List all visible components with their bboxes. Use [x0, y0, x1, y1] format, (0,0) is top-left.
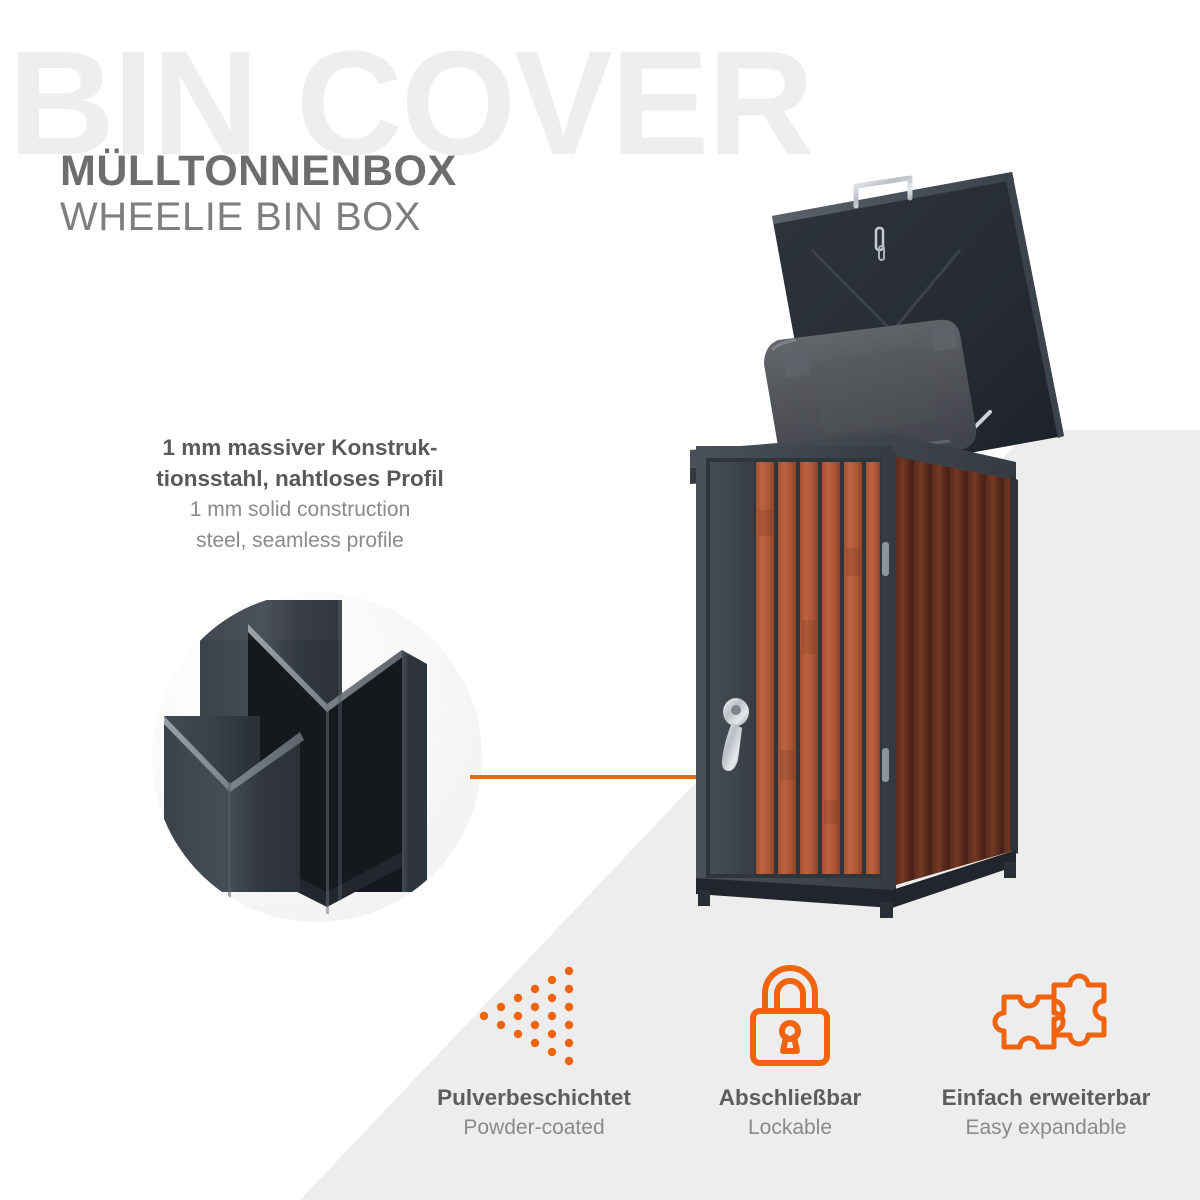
padlock-icon	[666, 960, 914, 1072]
feature-expandable: Einfach erweiterbar Easy expandable	[922, 960, 1170, 1141]
box-front-door	[696, 446, 892, 890]
feature-label-de: Abschließbar	[718, 1085, 862, 1110]
feature-label-en: Powder-coated	[463, 1116, 605, 1140]
feature-list: Pulverbeschichtet Powder-coated Abschlie…	[410, 960, 1170, 1141]
callout-connector-line	[470, 775, 738, 779]
steel-caption-en-line2: steel, seamless profile	[196, 529, 404, 553]
title-german: MÜLLTONNENBOX	[60, 147, 457, 195]
lid-latch-hook	[874, 226, 885, 261]
page-title: MÜLLTONNENBOX WHEELIE BIN BOX	[60, 148, 457, 242]
steel-caption-en-line1: 1 mm solid construction	[189, 498, 411, 522]
lid-handle-icon	[853, 175, 913, 209]
steel-profile-illustration	[164, 600, 427, 922]
feature-label-de: Pulverbeschichtet	[437, 1085, 631, 1110]
steel-caption-de-line1: 1 mm massiver Konstruk-	[162, 435, 438, 460]
steel-caption-de-line2: tionsstahl, nahtloses Profil	[156, 466, 444, 492]
puzzle-pieces-icon	[922, 960, 1170, 1072]
side-slats	[896, 456, 1016, 886]
box-side-panel	[892, 456, 1016, 886]
feature-lockable: Abschließbar Lockable	[666, 960, 914, 1141]
steel-feature-caption: 1 mm massiver Konstruk- tionsstahl, naht…	[120, 432, 480, 556]
feature-label-de: Einfach erweiterbar	[941, 1085, 1151, 1110]
spray-dots-icon	[410, 960, 658, 1072]
door-handle-lock	[721, 698, 749, 771]
feature-powder-coated: Pulverbeschichtet Powder-coated	[410, 960, 658, 1141]
feature-label-en: Lockable	[747, 1116, 833, 1140]
title-english: WHEELIE BIN BOX	[60, 195, 421, 240]
product-image	[660, 150, 1080, 940]
watermark-text: BIN COVER	[8, 21, 814, 186]
feature-label-en: Easy expandable	[965, 1116, 1127, 1140]
box-base	[696, 850, 1016, 918]
wheelie-bin-box-illustration	[690, 172, 1064, 918]
steel-profile-magnifier	[152, 592, 482, 922]
front-slats	[756, 462, 880, 874]
